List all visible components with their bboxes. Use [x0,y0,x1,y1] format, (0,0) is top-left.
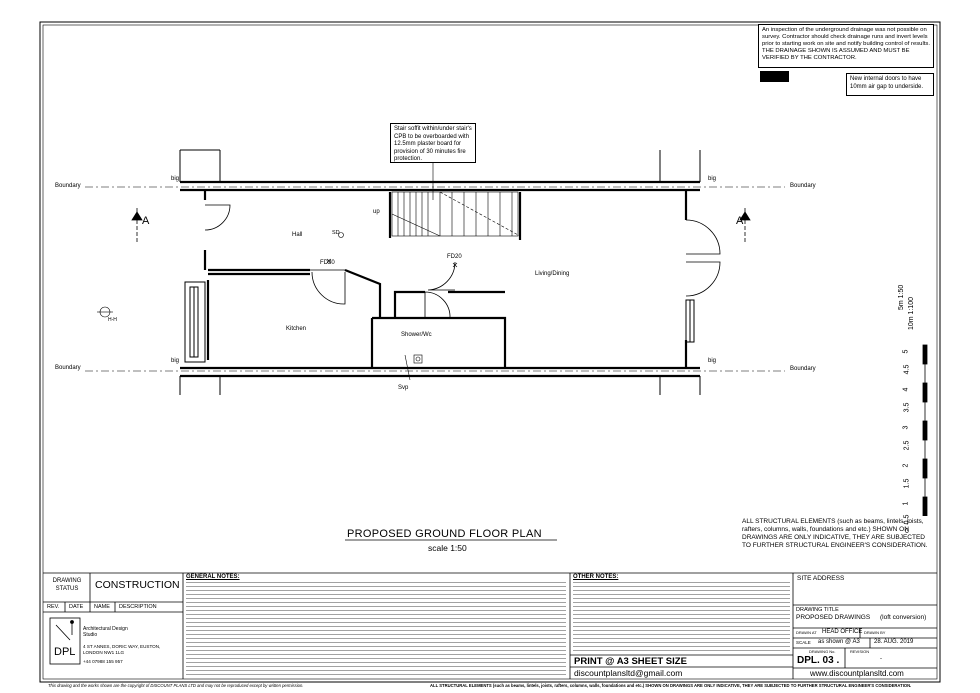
scale-tick: 0 [905,528,909,535]
doors-note: New internal doors to have 10mm air gap … [846,73,934,96]
drawing-status-value: CONSTRUCTION [95,579,180,591]
scalebar-label-1: 5m 1:50 [898,284,905,310]
redaction-block [760,71,789,82]
room-kitchen: Kitchen [286,326,307,332]
drawn-at-value: HEAD OFFICE [822,629,863,635]
boundary-label-top-right: Boundary [790,183,816,189]
section-a-right: A [736,215,744,227]
sheet-border [39,21,941,683]
wall-stubs [179,149,701,395]
rev-header: REV. [47,604,60,610]
drawing-title: PROPOSED DRAWINGS [796,614,871,621]
scale-tick: 2 [902,463,910,468]
scale-tick: 1.5 [903,478,911,489]
general-notes-title: GENERAL NOTES: [186,574,240,580]
big-label-tl: big [171,176,180,182]
description-header: DESCRIPTION [119,604,157,610]
titleblock-grid [43,572,937,679]
studio-address: 4 ST ANNES, DORIC WAY, EUSTON, LONDON NW… [83,644,161,655]
date-value: 28. AUG. 2019 [874,639,914,645]
studio-phone: +44 07988 155 957 [83,659,123,664]
copyright-footer: This drawing and the works shown are the… [48,683,304,688]
print-size: PRINT @ A3 SHEET SIZE [574,656,687,667]
scale-tick: 4 [902,387,910,392]
boundary-lines [85,186,785,372]
revision-label: REVISION [850,649,870,654]
studio-name: Architectural Design Studio [83,626,128,638]
kitchen-bay-window [184,281,206,363]
smoke-detector-label: SD [332,230,340,236]
fd20-living-label: FD20 [447,254,462,260]
structural-note: ALL STRUCTURAL ELEMENTS (such as beams, … [739,516,935,572]
boundary-label-bottom-left: Boundary [55,365,81,371]
boundary-label-top-left: Boundary [55,183,81,189]
scale-tick: 2.5 [903,440,911,451]
symbols [97,232,458,364]
scale-tick: 5 [902,349,910,354]
big-label-tr: big [708,176,717,182]
big-label-bl: big [171,358,180,364]
website: www.discountplansltd.com [810,669,904,678]
scale-tick: 4.5 [903,364,911,375]
plan-walls [180,180,700,378]
scale-label: SCALE [796,640,811,645]
north-label: H-H [108,317,117,323]
stair-note: Stair soffit within/under stair's CPB to… [390,123,476,163]
site-address-label: SITE ADDRESS [797,575,845,582]
fd20-kitchen-label: FD20 [320,260,335,266]
drawn-by-label: DRAWN BY [864,630,886,635]
other-notes-body [573,582,790,652]
drawing-title-label: DRAWING TITLE [796,607,839,613]
scale-value: as shown @ A3 [818,639,860,645]
room-living: Living/Dining [535,271,570,277]
scale-tick: 3 [902,425,910,430]
general-notes-body [186,582,566,676]
plan-doors [204,204,721,319]
drawing-no-label: DRAWING No. [809,649,836,654]
plan-scale: scale 1:50 [428,543,467,553]
scale-tick: 0.5 [903,514,911,525]
dpl-logo-graphic [49,617,81,665]
other-notes-title: OTHER NOTES: [573,574,619,580]
date-header: DATE [69,604,84,610]
living-window [685,299,695,343]
boundary-label-bottom-right: Boundary [790,366,816,372]
room-hall: Hall [292,232,303,238]
scale-bar [922,344,928,535]
drainage-note: An inspection of the underground drainag… [758,24,934,68]
scale-tick: 3.5 [903,402,911,413]
section-a-left: A [142,215,150,227]
svp-leader [404,354,411,381]
drawing-status-label: DRAWING STATUS [52,578,82,592]
scale-tick: 1 [902,501,910,506]
stair-up-label: up [373,209,380,215]
room-shower: Shower/Wc [401,332,432,338]
svp-label: Svp [398,385,409,391]
drawing-no: DPL. 03 . [797,655,840,666]
staircase [391,191,521,237]
drawing-title-sub: (loft conversion) [880,614,927,621]
drawn-at-label: DRAWN AT [796,630,817,635]
scalebar-label-2: 10m 1:100 [908,296,915,330]
scalebar-ticks: 5 4.5 4 3.5 3 2.5 2 1.5 1 0.5 0 [902,348,918,535]
structural-footer: ALL STRUCTURAL ELEMENTS (such as beams, … [430,683,912,688]
big-label-br: big [708,358,717,364]
logo-text: DPL [54,646,76,658]
section-markers [131,208,751,244]
name-header: NAME [94,604,110,610]
plan-title: PROPOSED GROUND FLOOR PLAN [347,528,542,540]
sheet-inner-border [42,24,938,680]
contact-email: discountplansltd@gmail.com [574,668,683,678]
revision-value: - [880,656,882,662]
